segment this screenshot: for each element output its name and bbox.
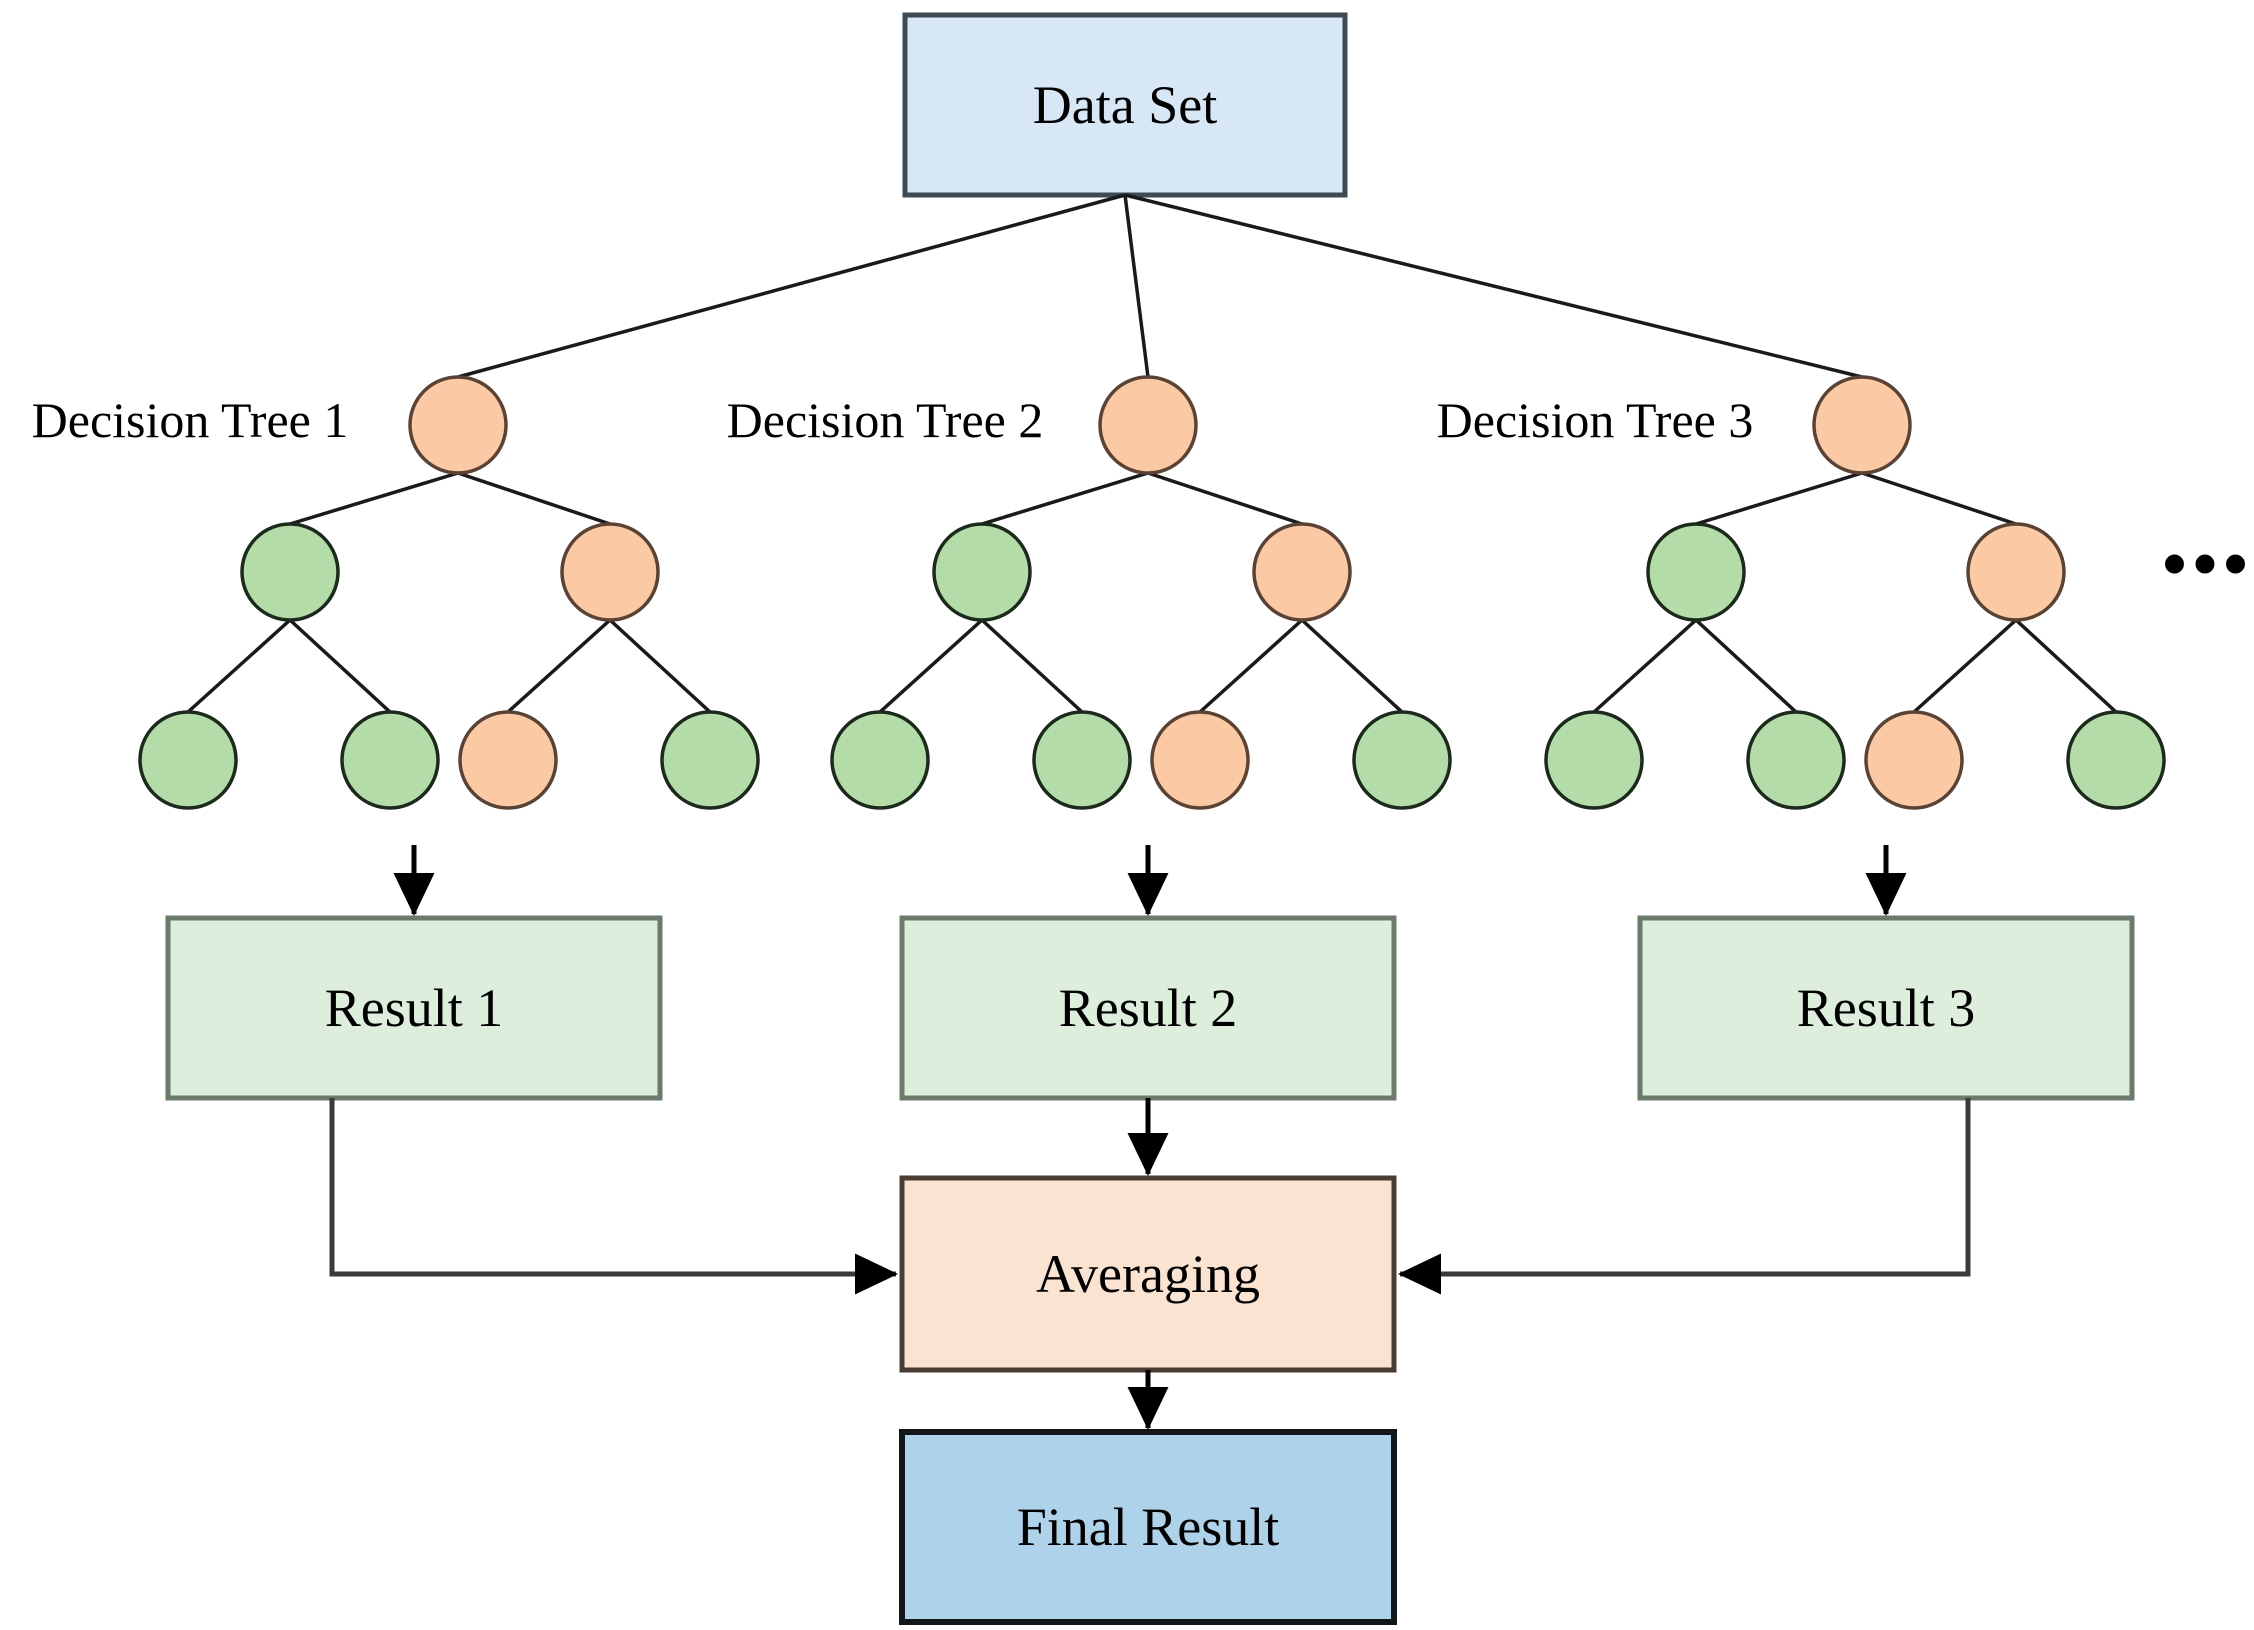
boxes-layer — [165, 12, 2135, 1625]
tree-3-edge-root-0 — [1695, 471, 1863, 526]
dataset-to-tree-2-line — [1123, 194, 1150, 378]
tree-2-leaf-node-1[interactable] — [1032, 710, 1132, 810]
tree-2-edge-0-a — [878, 618, 984, 714]
tree-2-leaf-node-0[interactable] — [830, 710, 930, 810]
tree-1-level2-node-1[interactable] — [560, 522, 660, 622]
tree-1-level2-node-0[interactable] — [240, 522, 340, 622]
final-result-box[interactable] — [899, 1429, 1397, 1625]
dataset-to-tree-1-line — [457, 193, 1126, 379]
tree-3-edge-1-a — [1912, 618, 2018, 714]
result-3-box[interactable] — [1637, 915, 2135, 1101]
tree-1-leaf-node-1[interactable] — [340, 710, 440, 810]
result-2-box[interactable] — [899, 915, 1397, 1101]
tree-2-leaf-node-2[interactable] — [1150, 710, 1250, 810]
tree-3-root-node[interactable] — [1812, 375, 1912, 475]
tree-3-edge-0-b — [1694, 618, 1798, 714]
connectors-layer — [329, 193, 1971, 1431]
tree-3-level2-node-0[interactable] — [1646, 522, 1746, 622]
tree-1-edge-0-a — [186, 618, 292, 714]
tree-2-edge-0-b — [980, 618, 1084, 714]
tree-1-leaf-node-2[interactable] — [458, 710, 558, 810]
tree-2-level2-node-0[interactable] — [932, 522, 1032, 622]
tree-3-leaf-node-2[interactable] — [1864, 710, 1964, 810]
tree-1-edge-0-b — [288, 618, 392, 714]
tree-2-edge-1-a — [1198, 618, 1304, 714]
result-1-box[interactable] — [165, 915, 663, 1101]
tree-3-edge-root-1 — [1861, 471, 2017, 526]
tree-1-leaf-node-3[interactable] — [660, 710, 760, 810]
dataset-to-tree-3-line — [1124, 193, 1863, 379]
result-3-to-averaging-arrow — [1397, 1098, 1971, 1295]
tree-1-edge-root-1 — [457, 471, 611, 526]
tree-3-leaf-node-3[interactable] — [2066, 710, 2166, 810]
data-set-box[interactable] — [902, 12, 1348, 198]
tree-1-root-node[interactable] — [408, 375, 508, 475]
tree-1-edge-1-a — [506, 618, 612, 714]
tree-2-leaf-node-3[interactable] — [1352, 710, 1452, 810]
tree-2-level2-node-1[interactable] — [1252, 522, 1352, 622]
tree-edges-layer — [186, 471, 2118, 714]
tree-1-edge-root-0 — [289, 471, 459, 526]
tree-1-edge-1-b — [608, 618, 712, 714]
tree-2-edge-root-0 — [981, 471, 1149, 526]
tree-3-leaf-node-1[interactable] — [1746, 710, 1846, 810]
tree-2-root-node[interactable] — [1098, 375, 1198, 475]
tree-1-leaf-node-0[interactable] — [138, 710, 238, 810]
tree-3-edge-0-a — [1592, 618, 1698, 714]
tree-3-leaf-node-0[interactable] — [1544, 710, 1644, 810]
tree-2-edge-root-1 — [1147, 471, 1303, 526]
result-1-to-averaging-arrow — [329, 1098, 899, 1295]
tree-nodes-layer — [138, 375, 2166, 810]
tree-3-level2-node-1[interactable] — [1966, 522, 2066, 622]
tree-2-edge-1-b — [1300, 618, 1404, 714]
tree-3-edge-1-b — [2014, 618, 2118, 714]
averaging-box[interactable] — [899, 1175, 1397, 1373]
